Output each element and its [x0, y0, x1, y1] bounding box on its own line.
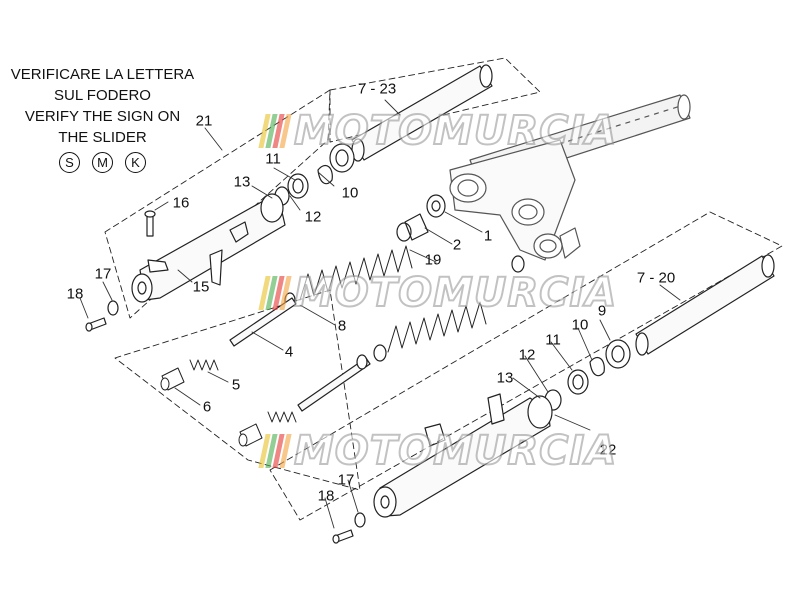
callout-seal-upper: 11 [265, 150, 281, 168]
variant-badges: S M K [0, 152, 205, 173]
watermark-logo-text: MOTOMURCIA [293, 107, 618, 155]
seal-set-upper [274, 143, 355, 206]
callout-bolt: 16 [172, 194, 190, 212]
callout-bolt-lower: 18 [317, 487, 335, 505]
fork-slider-upper [131, 193, 286, 303]
callout-small-spring: 5 [231, 376, 241, 394]
callout-seal-lower: 11 [545, 331, 561, 349]
callout-bushing: 6 [202, 398, 212, 416]
slider-sign-note: VERIFICARE LA LETTERA SUL FODERO VERIFY … [0, 64, 205, 173]
springs [299, 245, 487, 353]
bolt-16 [144, 210, 156, 237]
stanchion-tube-lower [635, 254, 775, 356]
note-line-3: VERIFY THE SIGN ON [24, 108, 181, 125]
cap-and-spacer [396, 194, 525, 273]
damper-rods [229, 297, 371, 412]
callout-axle-clamp: 15 [192, 278, 210, 296]
note-line-4: THE SLIDER [58, 129, 147, 146]
callout-stanchion-upper: 7 - 23 [357, 80, 397, 98]
washer-8-b [373, 344, 387, 362]
callout-bushing-upper: 13 [233, 173, 251, 191]
callout-ring-upper: 12 [304, 208, 322, 226]
seal-set-lower [544, 339, 631, 411]
callout-spacer: 2 [452, 236, 462, 254]
watermark-flag [258, 434, 292, 468]
frame-upper-tube [329, 57, 541, 143]
frame-upper-fork-leg [104, 89, 331, 319]
frame-internals [114, 289, 361, 491]
small-springs-bushings [160, 359, 297, 447]
watermark-flag [258, 276, 292, 310]
watermark-flag [258, 114, 292, 148]
watermark-logo-text: MOTOMURCIA [293, 427, 618, 475]
callout-ring-lower: 12 [518, 346, 536, 364]
fork-slider-lower [373, 393, 553, 518]
watermark-middle: MOTOMURCIA [258, 269, 618, 317]
variant-badge-k: K [125, 152, 146, 173]
watermark-top: MOTOMURCIA [258, 107, 618, 155]
callout-bushing-lower: 13 [496, 369, 514, 387]
variant-badge-s: S [59, 152, 80, 173]
frame-lower-fork-leg [269, 211, 783, 521]
callout-dust-seal: 9 [597, 302, 607, 320]
callout-bolt-upper: 18 [66, 285, 84, 303]
callout-spring: 19 [424, 251, 442, 269]
variant-badge-m: M [92, 152, 113, 173]
bolt-washer-lower [332, 512, 366, 544]
callout-cap: 1 [483, 227, 493, 245]
callout-washer-upper: 17 [94, 265, 112, 283]
watermark-logo-text: MOTOMURCIA [293, 269, 618, 317]
callout-washer-lower: 17 [337, 471, 355, 489]
callout-clip-upper: 10 [341, 184, 359, 202]
callout-slider-upper: 21 [195, 112, 213, 130]
callout-washer: 8 [337, 317, 347, 335]
callout-slider-lower: 22 [599, 441, 617, 459]
callout-clip-lower: 10 [571, 316, 589, 334]
bolt-washer-upper [85, 300, 119, 332]
watermark-bottom: MOTOMURCIA [258, 427, 618, 475]
stanchion-tube-upper [351, 64, 493, 162]
steering-stem [449, 94, 691, 261]
note-line-1: VERIFICARE LA LETTERA [10, 66, 195, 83]
callout-damper-rod: 4 [284, 343, 294, 361]
callout-stanchion-lower: 7 - 20 [636, 269, 676, 287]
note-line-2: SUL FODERO [54, 87, 151, 104]
leader-lines [79, 99, 681, 529]
